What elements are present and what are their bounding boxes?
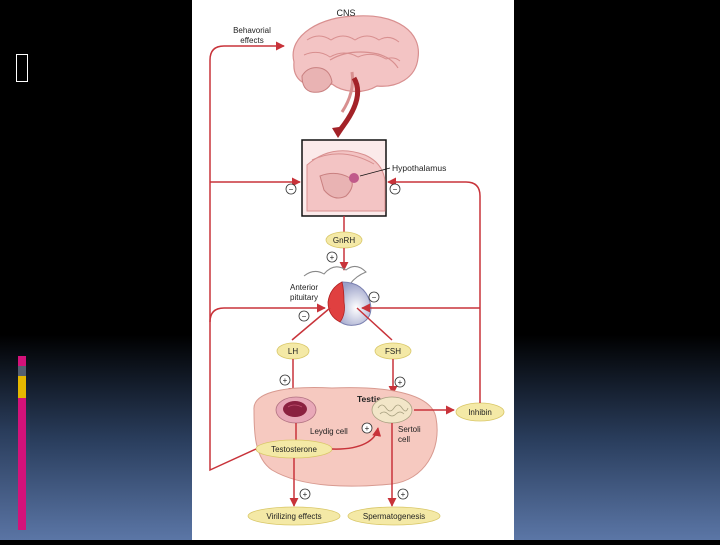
minus-icon-pituitary-right — [368, 291, 380, 303]
hormone-diagram: CNS Behavorial effects Hypothalamus GnRH… — [192, 0, 514, 540]
plus-sign-spermatogenesis: + — [401, 490, 406, 499]
fsh-label: FSH — [385, 347, 401, 356]
plus-icon-testosterone — [361, 422, 373, 434]
minus-icon-hypothalamus-right — [389, 183, 401, 195]
plus-icon-fsh — [394, 376, 406, 388]
bullet-bar-gray — [18, 366, 26, 376]
hypothalamus-box — [301, 139, 387, 217]
plus-icon-spermatogenesis — [397, 488, 409, 500]
hypothalamus-pointer — [359, 167, 391, 177]
minus-sign-hypothalamus-left: − — [289, 185, 294, 194]
plus-sign-virilizing: + — [303, 490, 308, 499]
inhibin-hypothalamus-feedback — [387, 177, 481, 403]
bullet-bar-yellow — [18, 376, 26, 398]
plus-sign-lh: + — [283, 376, 288, 385]
minus-sign-pituitary-left: − — [302, 312, 307, 321]
plus-icon-virilizing — [299, 488, 311, 500]
gnrh-label: GnRH — [333, 236, 355, 245]
pituitary-illustration — [303, 266, 372, 326]
sertoli-cell — [371, 396, 413, 424]
spermatogenesis-label: Spermatogenesis — [363, 512, 425, 521]
plus-icon-lh — [279, 374, 291, 386]
hypothalamus-label: Hypothalamus — [392, 163, 446, 173]
plus-sign-testosterone: + — [365, 424, 370, 433]
plus-sign-fsh: + — [398, 378, 403, 387]
cns-arrowhead — [332, 126, 346, 138]
slide-background-right — [514, 0, 720, 540]
plus-icon-gnrh — [326, 251, 338, 263]
diagram-svg: CNS Behavorial effects Hypothalamus GnRH… — [209, 8, 505, 526]
minus-icon-hypothalamus-left — [285, 183, 297, 195]
spermatogenesis-badge — [347, 506, 441, 526]
leydig-cell — [275, 396, 317, 424]
slide-marker — [16, 54, 28, 82]
virilizing-effects-label: Virilizing effects — [266, 512, 321, 521]
minus-sign-hypothalamus-right: − — [393, 185, 398, 194]
cns-to-hypothalamus-arrow — [338, 76, 361, 132]
anterior-pituitary-label-line1: Anterior — [290, 283, 318, 292]
sertoli-cell-label-line2: cell — [398, 435, 410, 444]
bullet-bar-magenta — [18, 356, 26, 366]
cns-label: CNS — [336, 8, 355, 18]
bullet-bar-pink — [18, 398, 26, 530]
minus-icon-pituitary-left — [298, 310, 310, 322]
testosterone-label: Testosterone — [271, 445, 317, 454]
testosterone-to-sertoli-arrow — [331, 427, 382, 450]
lh-label: LH — [288, 347, 298, 356]
plus-sign-gnrh: + — [330, 253, 335, 262]
virilizing-effects-badge — [247, 506, 341, 526]
slide-background-left — [30, 0, 192, 540]
leydig-cell-label: Leydig cell — [310, 427, 348, 436]
pituitary-to-fsh-line — [356, 307, 393, 341]
inhibin-label: Inhibin — [468, 408, 492, 417]
behavioral-effects-label-line1: Behavorial — [233, 26, 271, 35]
sertoli-cell-label-line1: Sertoli — [398, 425, 421, 434]
pituitary-to-lh-line — [291, 307, 331, 341]
behavioral-effects-label-line2: effects — [240, 36, 263, 45]
testosterone-pituitary-feedback — [209, 303, 326, 323]
anterior-pituitary-label-line2: pituitary — [290, 293, 318, 302]
testis-label: Testis — [357, 394, 381, 404]
minus-sign-pituitary-right: − — [372, 293, 377, 302]
brain-illustration — [292, 15, 419, 113]
behavioral-feedback-loop — [209, 41, 285, 472]
